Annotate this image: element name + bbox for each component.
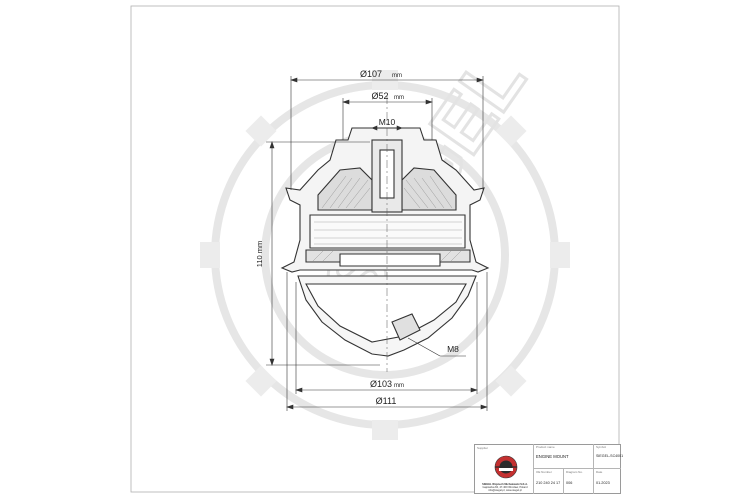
symbol-value: SIEGEL-SC4001	[596, 454, 624, 458]
date-value: 01.2023	[596, 481, 610, 485]
mount-body	[280, 127, 490, 357]
dimension-lines	[266, 76, 488, 411]
section-hatching	[311, 175, 463, 263]
dim-unit-107: mm	[392, 73, 402, 79]
dim-thread-m10: M10	[379, 117, 396, 127]
product-name-label: Product name	[536, 445, 555, 449]
diagram-no-label: Diagram No.	[566, 470, 583, 474]
diagram-no-value: 006	[566, 481, 573, 485]
dim-unit-52: mm	[394, 95, 404, 101]
company-contact: info@siegel.pl, www.siegel.pl	[488, 489, 522, 493]
company-address: Gajowicka 84, 47-400 Wrocław, Poland	[482, 486, 528, 490]
supplier-label: Supplier	[477, 446, 489, 450]
company-info: SIEGEL Wojciech Michalewski S.K.A. Gajow…	[480, 483, 530, 493]
dim-diameter-111: Ø111	[376, 396, 397, 406]
date-label: Date	[596, 470, 603, 474]
diagram-no-cell: Diagram No. 006	[563, 468, 594, 494]
dim-diameter-107: Ø107	[360, 69, 382, 79]
product-name-cell: Product name ENGINE MOUNT	[533, 444, 594, 468]
oe-number-cell: OE Number 210 240 24 17	[533, 468, 564, 494]
title-block: Supplier SIEGEL Wojciech Michalewski S.K…	[474, 444, 624, 494]
siegel-logo-icon	[494, 455, 518, 479]
company-name: SIEGEL Wojciech Michalewski S.K.A.	[482, 483, 528, 486]
date-cell: Date 01.2023	[593, 468, 621, 494]
symbol-label: Symbol	[596, 445, 607, 449]
oe-number-label: OE Number	[536, 470, 552, 474]
dim-thread-m8: M8	[447, 344, 459, 354]
fluid-chamber-lines	[314, 221, 462, 245]
watermark-gear-teeth	[200, 70, 570, 440]
oe-number-value: 210 240 24 17	[536, 481, 561, 485]
dim-unit-103: mm	[394, 383, 404, 389]
dim-height-110: 110 mm	[255, 241, 264, 268]
symbol-cell: Symbol SIEGEL-SC4001	[593, 444, 624, 468]
dim-diameter-52: Ø52	[371, 91, 388, 101]
product-name-value: ENGINE MOUNT	[536, 454, 569, 459]
sheet-frame	[130, 5, 620, 493]
dim-diameter-103: Ø103	[370, 379, 392, 389]
